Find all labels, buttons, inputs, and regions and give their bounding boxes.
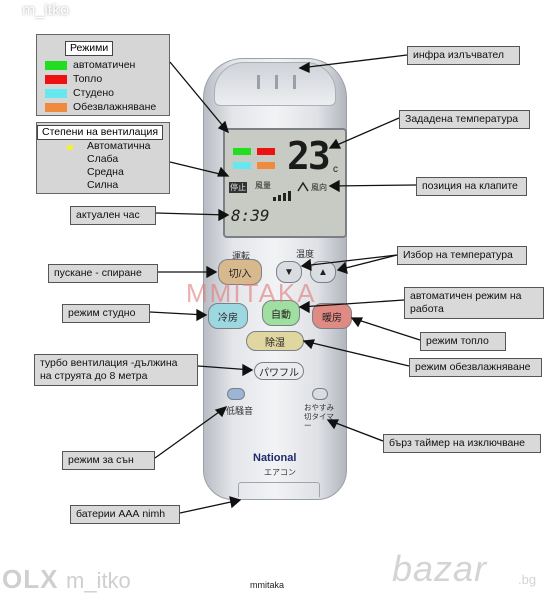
- fan-legend-title: Степени на вентилация: [37, 125, 164, 140]
- swatch-cool: [45, 89, 67, 98]
- heat-mode-button[interactable]: 暖房: [312, 303, 352, 329]
- label-quiet: 低騒音: [226, 406, 254, 416]
- callout-auto-mode: автоматичен режим на работа: [404, 287, 544, 319]
- mode-cool: Студено: [73, 87, 115, 99]
- fan-speed-legend: Степени на вентилация Автоматична Слаба …: [36, 122, 170, 194]
- mode-heat: Топло: [73, 73, 103, 85]
- watermark-top: m_itko: [22, 2, 70, 19]
- fan-low: Слаба: [87, 153, 119, 165]
- callout-current-time: актуален час: [70, 206, 156, 225]
- label-sleep-timer: おやすみ 切タイマー: [304, 403, 334, 430]
- label-run: 運転: [232, 251, 251, 261]
- temp-up-button[interactable]: ▲: [310, 261, 336, 283]
- ir-emitter-window: [214, 62, 336, 106]
- lcd-dir-label: 風向: [311, 183, 327, 192]
- lcd-indicator-green: [233, 148, 251, 155]
- bazar-logo: bazar: [392, 548, 488, 589]
- lcd-clock: 8:39: [231, 206, 270, 225]
- lcd-temperature: 23: [287, 134, 331, 178]
- mode-auto: автоматичен: [73, 59, 136, 71]
- auto-mode-button[interactable]: 自動: [262, 300, 300, 326]
- lcd-display: 23 c 停止 風量 風向 8:39: [223, 128, 347, 238]
- flap-icon: [297, 180, 309, 198]
- watermark-center: MMITAKA: [186, 278, 317, 308]
- callout-flap-position: позиция на клапите: [416, 177, 527, 196]
- lcd-stop-label: 停止: [229, 182, 247, 193]
- olx-logo: OLX: [2, 564, 59, 594]
- fan-medium: Средна: [87, 166, 124, 178]
- callout-turbo: турбо вентилация -дължина на струята до …: [34, 354, 198, 386]
- callout-ir-emitter: инфра излъчвател: [407, 46, 520, 65]
- quiet-button[interactable]: [227, 388, 245, 400]
- lcd-indicator-cyan: [233, 162, 251, 169]
- bazar-tld: .bg: [518, 572, 537, 587]
- lcd-indicator-red: [257, 148, 275, 155]
- fan-bars-icon: [273, 188, 293, 206]
- battery-cover: [238, 482, 320, 497]
- lcd-unit: c: [333, 164, 338, 175]
- lcd-indicator-orange: [257, 162, 275, 169]
- mode-dry: Обезвлажняване: [73, 101, 157, 113]
- swatch-heat: [45, 75, 67, 84]
- callout-batteries: батерии ААА nimh: [70, 505, 180, 524]
- sleep-timer-button[interactable]: [312, 388, 328, 400]
- callout-off-timer: бърз таймер на изключване: [383, 434, 541, 453]
- olx-username: m_itko: [66, 568, 131, 593]
- callout-on-off: пускане - спиране: [48, 264, 158, 283]
- callout-sleep-mode: режим за сън: [62, 451, 155, 470]
- callout-set-temp: Зададена температура: [399, 110, 530, 129]
- callout-heat-mode: режим топло: [420, 332, 506, 351]
- fan-auto: Автоматична: [87, 140, 151, 152]
- modes-legend-title: Режими: [65, 41, 114, 56]
- fan-auto-swatch: [67, 145, 73, 150]
- callout-temp-select: Избор на температура: [397, 246, 527, 265]
- callout-dry-mode: режим обезвлажняване: [409, 358, 542, 377]
- label-temp: 温度: [296, 249, 315, 259]
- callout-cool-mode: режим студно: [62, 304, 150, 323]
- fan-high: Силна: [87, 179, 119, 191]
- swatch-dry: [45, 103, 67, 112]
- powerful-button[interactable]: パワフル: [254, 362, 304, 380]
- on-off-button[interactable]: 切/入: [218, 259, 262, 285]
- modes-legend: Режими автоматичен Топло Студено Обезвла…: [36, 34, 170, 116]
- swatch-auto: [45, 61, 67, 70]
- brand-logo: National: [253, 452, 297, 464]
- footer-caption: mmitaka: [250, 580, 285, 590]
- temp-down-button[interactable]: ▼: [276, 261, 302, 283]
- cool-mode-button[interactable]: 冷房: [208, 303, 248, 329]
- brand-subtitle: エアコン: [264, 468, 296, 477]
- lcd-fan-label: 風量: [255, 181, 271, 190]
